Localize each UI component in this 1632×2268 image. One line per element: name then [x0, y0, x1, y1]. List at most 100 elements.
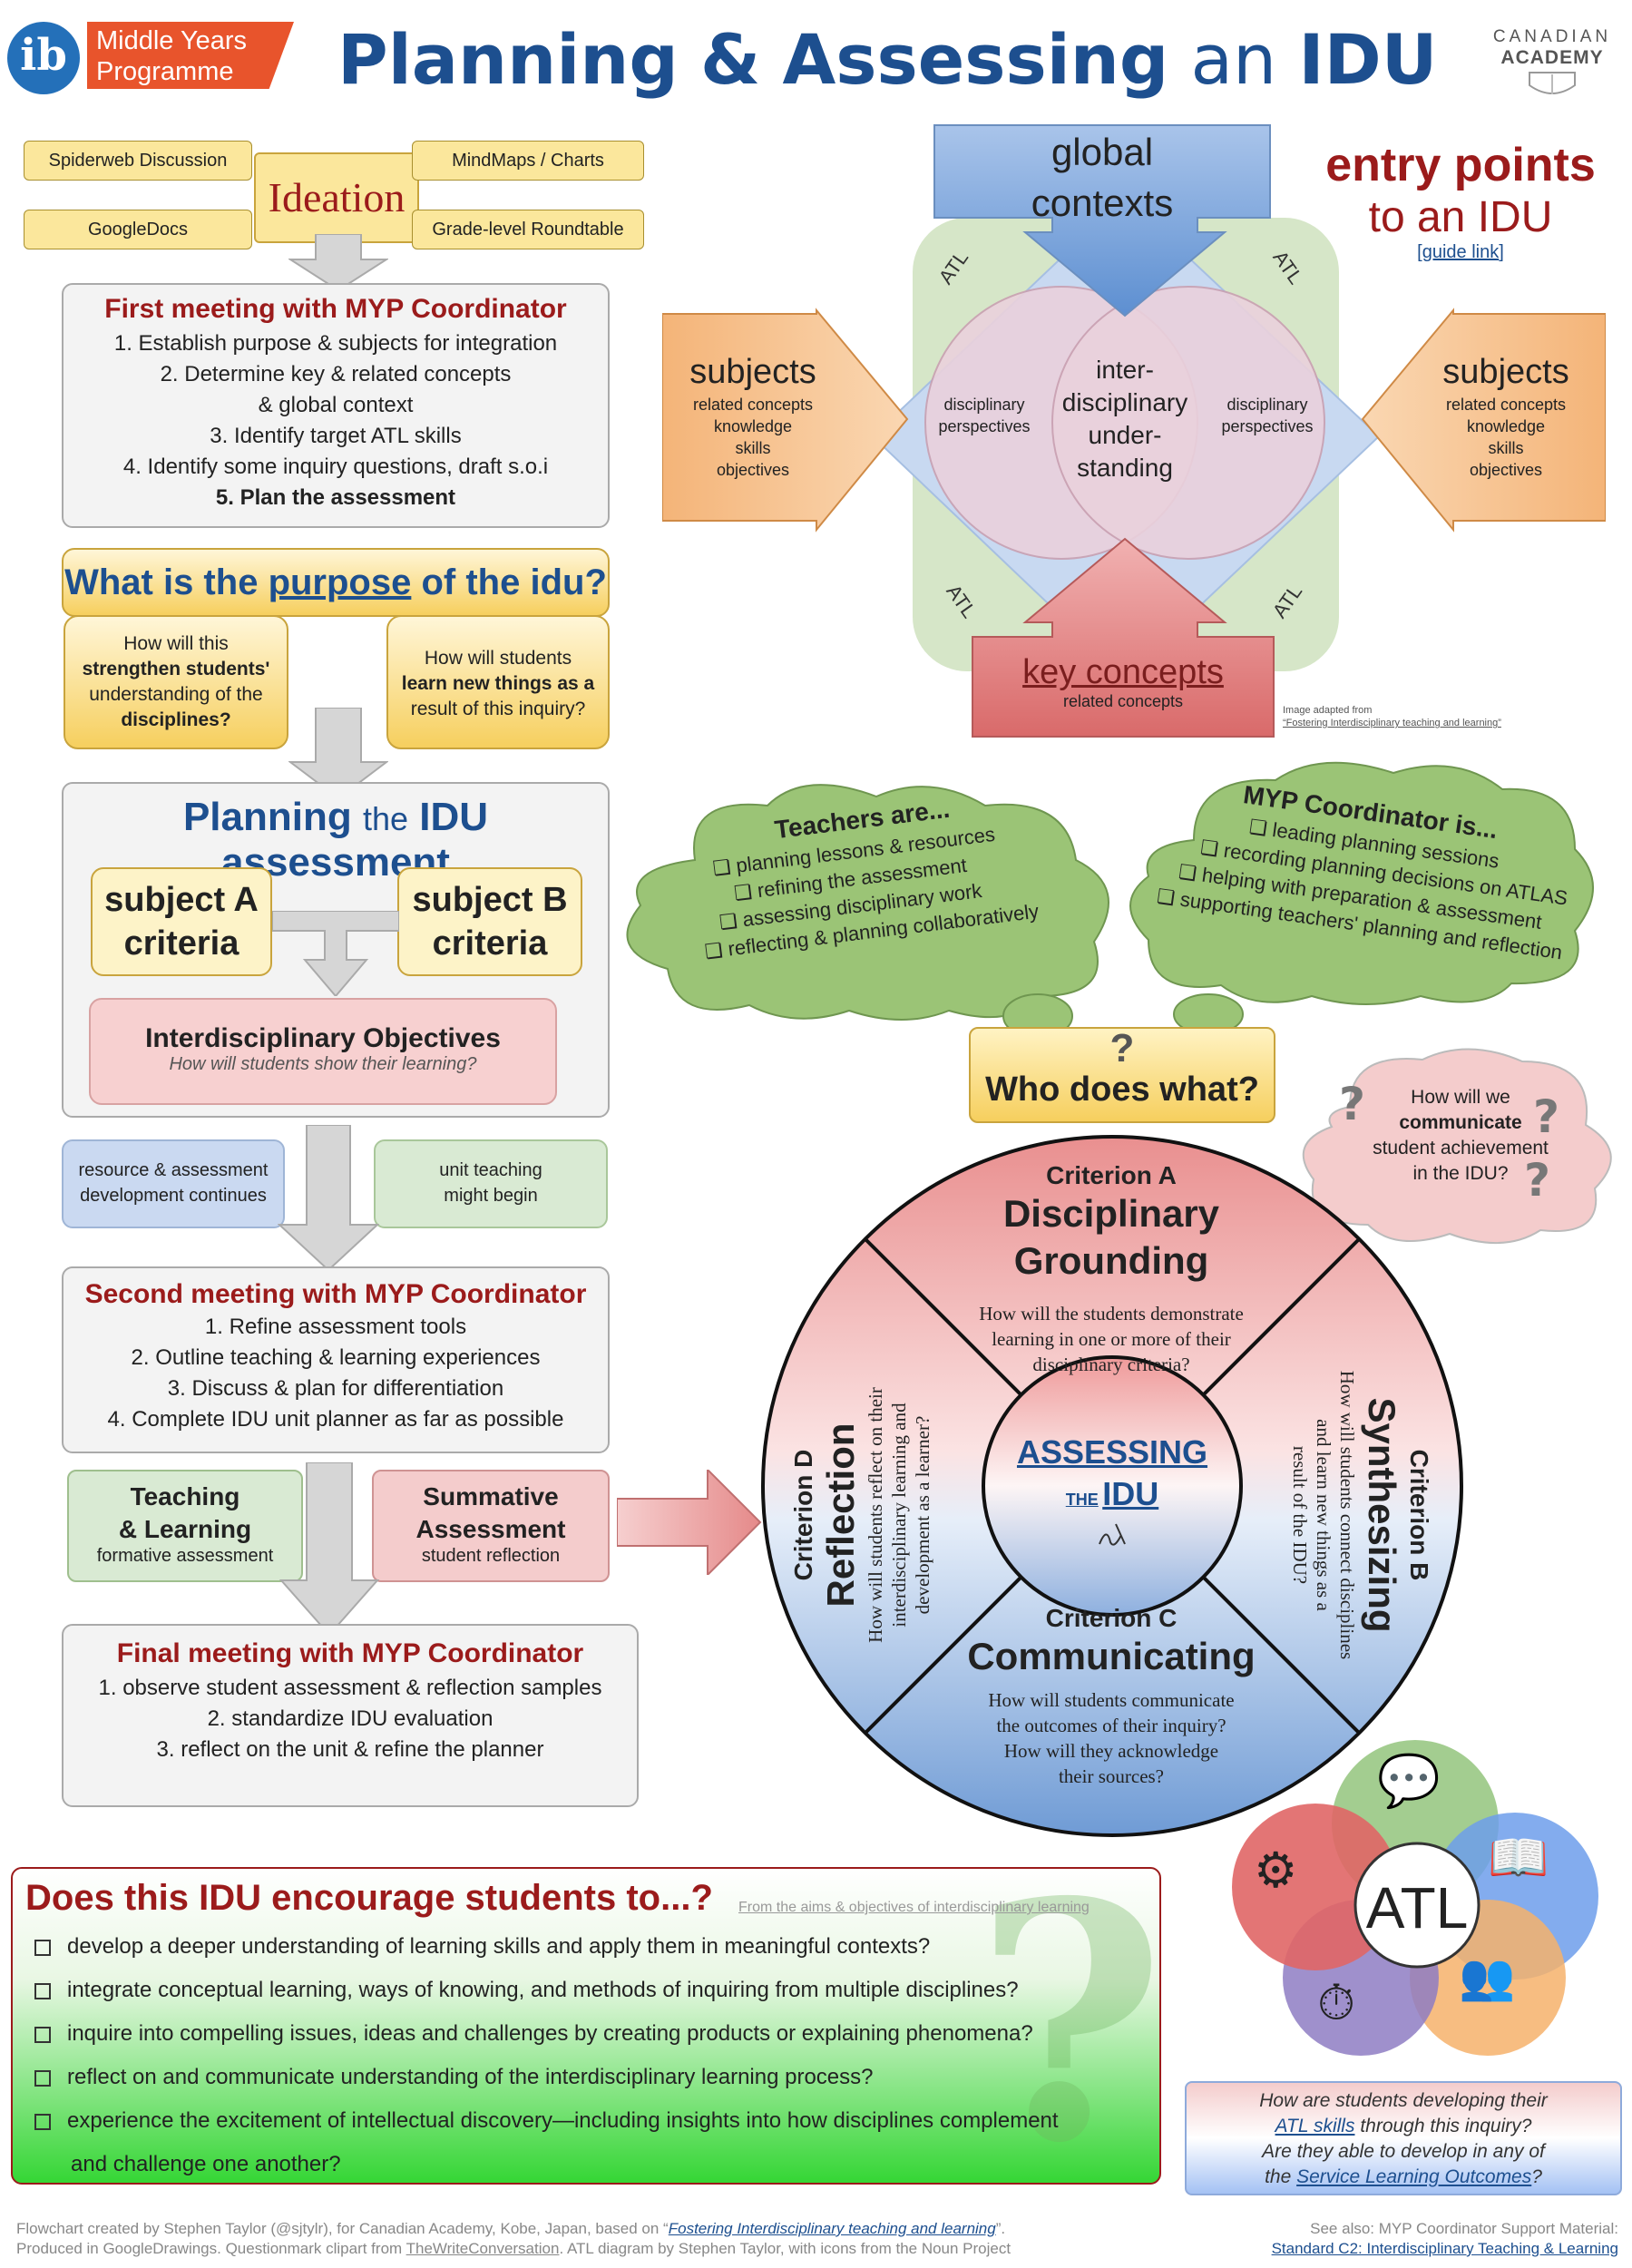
center-the: THE	[1065, 1491, 1099, 1509]
criterion-b: Criterion B Synthesizing How will studen…	[1270, 1315, 1433, 1715]
step-item: 3. Identify target ATL skills	[210, 424, 462, 448]
criterion-b-text: result of the IDU?	[1289, 1445, 1311, 1585]
step-item: 2. standardize IDU evaluation	[207, 1706, 494, 1731]
criterion-b-title: Synthesizing	[1361, 1397, 1403, 1633]
canadian-academy-logo: CANADIAN ACADEMY	[1484, 27, 1620, 105]
school-line2: ACADEMY	[1500, 47, 1604, 68]
unit-teaching-line: might begin	[444, 1186, 538, 1206]
subjects-item: related concepts	[1445, 396, 1567, 414]
writeconversation-link[interactable]: TheWriteConversation	[406, 2240, 560, 2257]
final-meeting-steps: 1. observe student assessment & reflecti…	[64, 1673, 637, 1765]
arrow-down-1	[288, 234, 388, 290]
summative-sub: student reflection	[421, 1546, 561, 1566]
entry-points-title: entry points to an IDU [guide link]	[1306, 138, 1615, 263]
ideation-title: Ideation	[268, 174, 406, 220]
subject-a-line: criteria	[123, 924, 239, 963]
disc-line: perspectives	[938, 417, 1031, 435]
myp-line2: Programme	[96, 57, 234, 86]
atl-q-line4: the Service Learning Outcomes?	[1265, 2166, 1542, 2187]
resource-line: development continues	[80, 1186, 267, 1206]
communicate-line: student achievement	[1373, 1138, 1549, 1158]
tag-googledocs: GoogleDocs	[24, 210, 252, 249]
question-mark-icon: ?	[1533, 1090, 1560, 1143]
inter-line: under-	[1088, 421, 1162, 449]
standard-c2-link[interactable]: Standard C2: Interdisciplinary Teaching …	[1271, 2240, 1618, 2257]
subject-b-line: subject B	[412, 881, 568, 919]
myp-banner: Middle Years Programme	[87, 22, 294, 89]
subject-b-line: criteria	[432, 924, 548, 963]
subjects-item: objectives	[1469, 461, 1543, 479]
criterion-a: Criterion A Disciplinary Grounding How w…	[907, 1161, 1315, 1377]
criterion-b-label: Criterion B	[1405, 1449, 1433, 1581]
guide-link[interactable]: guide link	[1422, 242, 1500, 262]
criterion-d-title: Reflection	[819, 1422, 862, 1608]
second-meeting-title: Second meeting with MYP Coordinator	[84, 1279, 587, 1309]
fostering-link[interactable]: Fostering Interdisciplinary teaching and…	[668, 2220, 996, 2237]
wheel-center: ASSESSING THE IDU	[985, 1433, 1239, 1558]
question-mark-icon: ?	[1524, 1154, 1551, 1207]
encourage-list: develop a deeper understanding of learni…	[34, 1925, 1150, 2183]
footer-line1: Flowchart created by Stephen Taylor (@sj…	[16, 2220, 1006, 2237]
unit-teaching-line: unit teaching	[439, 1160, 542, 1180]
credit-b: “Fostering Interdisciplinary teaching an…	[1283, 718, 1501, 728]
footer-right1: See also: MYP Coordinator Support Materi…	[1310, 2220, 1618, 2237]
criterion-a-text: How will the students demonstrate	[979, 1303, 1244, 1325]
tag-mindmaps: MindMaps / Charts	[412, 141, 644, 181]
step-item: 1. observe student assessment & reflecti…	[98, 1676, 602, 1700]
entry-points-diagram	[662, 124, 1606, 738]
step-item: 3. reflect on the unit & refine the plan…	[156, 1737, 544, 1762]
criterion-d-label: Criterion D	[789, 1449, 817, 1581]
subjects-left-label: subjects related concepts knowledge skil…	[671, 350, 835, 481]
encourage-item: integrate conceptual learning, ways of k…	[34, 1969, 1150, 2012]
encourage-item: experience the excitement of intellectua…	[34, 2099, 1150, 2143]
purpose-left-line: disciplines?	[121, 709, 231, 730]
title-planning: Planning	[337, 19, 679, 100]
title-idu: IDU	[1298, 19, 1438, 100]
objectives-title: Interdisciplinary Objectives	[145, 1023, 501, 1053]
purpose-right-line: How will students	[424, 648, 572, 669]
center-assessing: ASSESSING	[1016, 1433, 1208, 1471]
key-title: key concepts	[1022, 653, 1224, 691]
criterion-a-title: Disciplinary Grounding	[1002, 1192, 1220, 1282]
subject-a-criteria: subject A criteria	[91, 867, 272, 976]
teachers-cloud-shape	[626, 784, 1109, 1021]
subjects-item: knowledge	[1466, 417, 1546, 435]
encourage-title: Does this IDU encourage students to...?	[25, 1878, 713, 1918]
purpose-left-line: How will this	[123, 633, 229, 654]
criterion-c-label: Criterion C	[1045, 1604, 1178, 1632]
purpose-right: How will students learn new things as a …	[386, 615, 610, 749]
inter-line: standing	[1077, 454, 1173, 482]
tag-roundtable: Grade-level Roundtable	[412, 210, 644, 249]
resource-line: resource & assessment	[78, 1160, 269, 1180]
objectives-sub: How will students show their learning?	[169, 1054, 477, 1074]
subjects-item: skills	[735, 439, 771, 457]
clock-tasks-icon: ⏱	[1317, 1974, 1356, 2031]
arrow-to-wheel	[617, 1470, 762, 1575]
step-item: 2. Determine key & related concepts	[160, 362, 512, 386]
speech-bubbles-icon: 💬	[1377, 1752, 1441, 1811]
pen-signature-icon	[1099, 1523, 1126, 1546]
teaching-title: & Learning	[118, 1515, 252, 1543]
purpose-left-line: strengthen students'	[82, 659, 270, 679]
service-learning-link[interactable]: Service Learning Outcomes	[1296, 2166, 1532, 2187]
center-idu: IDU	[1102, 1475, 1159, 1512]
subjects-title: subjects	[689, 353, 816, 391]
atl-skills-link[interactable]: ATL skills	[1275, 2116, 1355, 2136]
question-mark-icon: ?	[1339, 1078, 1366, 1130]
first-meeting-box: First meeting with MYP Coordinator 1. Es…	[62, 283, 610, 528]
coordinator-cloud-shape	[1129, 761, 1594, 1005]
footer-line2: Produced in GoogleDrawings. Questionmark…	[16, 2240, 1011, 2257]
checkbox-icon	[34, 2113, 51, 2130]
final-meeting-box: Final meeting with MYP Coordinator 1. ob…	[62, 1624, 639, 1807]
teaching-title: Teaching	[130, 1482, 240, 1510]
step-item: 1. Refine assessment tools	[204, 1315, 467, 1339]
key-concepts-label: key concepts related concepts	[972, 653, 1274, 711]
first-meeting-title: First meeting with MYP Coordinator	[104, 294, 567, 324]
summative-title: Assessment	[415, 1515, 566, 1543]
entry-title-b: to an IDU	[1368, 193, 1553, 241]
criteria-join-arrow	[272, 911, 399, 996]
global-line: global	[1051, 131, 1154, 173]
purpose-left: How will this strengthen students' under…	[64, 615, 288, 749]
ib-myp-logo: ib Middle Years Programme	[7, 16, 296, 100]
subjects-right-arrow	[1361, 308, 1606, 533]
